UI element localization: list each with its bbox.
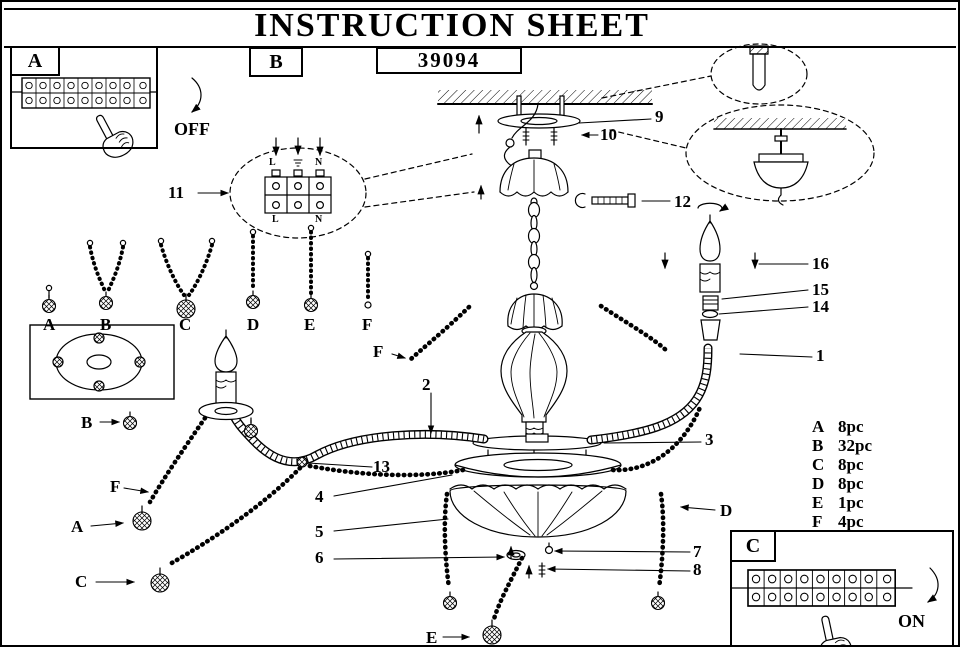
part-letter: A — [812, 417, 825, 436]
page-title: INSTRUCTION SHEET — [254, 7, 650, 44]
bead-strands-art — [122, 303, 704, 645]
callout-7: 7 — [693, 542, 702, 561]
callout-5: 5 — [315, 522, 324, 541]
callout-lines — [90, 118, 813, 641]
label-d-right: D — [720, 501, 733, 520]
panel-b-label: B — [249, 47, 303, 77]
mounting-ring-art — [29, 324, 175, 400]
part-letter: D — [812, 474, 825, 493]
callout-3: 3 — [705, 430, 714, 449]
part-qty: 32pc — [838, 436, 872, 455]
part-qty: 8pc — [838, 474, 864, 493]
callout-15: 15 — [812, 280, 829, 299]
label-c-left: C — [75, 572, 88, 591]
wiring-label-l-top: L — [269, 157, 276, 168]
panel-a-terminal-art — [10, 77, 202, 163]
parts-quantity-list: A 8pc B 32pc C 8pc D 8pc E 1pc F 4pc — [812, 418, 872, 530]
legend-letter-f: F — [362, 315, 373, 334]
right-socket-art — [661, 202, 759, 341]
legend-letter-d: D — [247, 315, 260, 334]
panel-a-box — [10, 46, 158, 149]
callout-2: 2 — [422, 375, 431, 394]
legend-parts-art — [41, 224, 372, 319]
legend-letter-b: B — [100, 315, 112, 334]
callout-11: 11 — [168, 183, 185, 202]
callout-12: 12 — [674, 192, 691, 211]
canopy-chain-art — [477, 103, 569, 291]
legend-letter-a: A — [43, 315, 56, 334]
callout-14: 14 — [812, 297, 829, 316]
part-letter: F — [812, 512, 823, 531]
part-qty: 8pc — [838, 455, 864, 474]
legend-letter-e: E — [304, 315, 316, 334]
wiring-label-n-bottom: N — [315, 214, 323, 225]
top-rule — [4, 8, 956, 10]
legend-letter-c: C — [179, 315, 192, 334]
callout-1: 1 — [816, 346, 825, 365]
parts-list-row: C 8pc — [812, 456, 872, 473]
part-letter: B — [812, 436, 824, 455]
model-number-box: 39094 — [376, 47, 522, 74]
label-f-left: F — [110, 477, 121, 496]
off-caption: OFF — [174, 119, 210, 139]
detail-views-art — [601, 43, 875, 206]
ceiling-mount-art — [437, 90, 653, 146]
part-letter: E — [812, 493, 824, 512]
part-qty: 8pc — [838, 417, 864, 436]
label-e-bottom: E — [426, 628, 438, 647]
parts-list-row: E 1pc — [812, 494, 872, 511]
parts-list-row: D 8pc — [812, 475, 872, 492]
callout-6: 6 — [315, 548, 324, 567]
parts-list-row: B 32pc — [812, 437, 872, 454]
wiring-detail-art — [229, 137, 475, 239]
part-letter: C — [812, 455, 825, 474]
callout-13: 13 — [373, 457, 390, 476]
on-caption: ON — [898, 611, 925, 631]
callout-16: 16 — [812, 254, 829, 273]
parts-list-row: A 8pc — [812, 418, 872, 435]
part-qty: 1pc — [838, 493, 864, 512]
panel-c-box — [730, 530, 954, 645]
arms-art — [226, 343, 713, 468]
callout-8: 8 — [693, 560, 702, 579]
label-a-left: A — [71, 517, 84, 536]
panel-c-terminal-art — [730, 567, 939, 645]
left-candle-art — [198, 329, 259, 439]
wiring-label-l-bottom: L — [272, 214, 279, 225]
panel-c-label: C — [730, 530, 776, 562]
wiring-label-n-top: N — [315, 157, 323, 168]
panel-a-label: A — [10, 46, 60, 76]
clip-screw-art — [574, 192, 636, 209]
callout-4: 4 — [315, 487, 324, 506]
part-qty: 4pc — [838, 512, 864, 531]
callout-10: 10 — [600, 125, 617, 144]
parts-list-row: F 4pc — [812, 513, 872, 530]
callout-9: 9 — [655, 107, 664, 126]
label-f-mid: F — [373, 342, 384, 361]
model-number: 39094 — [417, 48, 481, 72]
center-column-art — [449, 293, 627, 579]
label-b-left: B — [81, 413, 93, 432]
